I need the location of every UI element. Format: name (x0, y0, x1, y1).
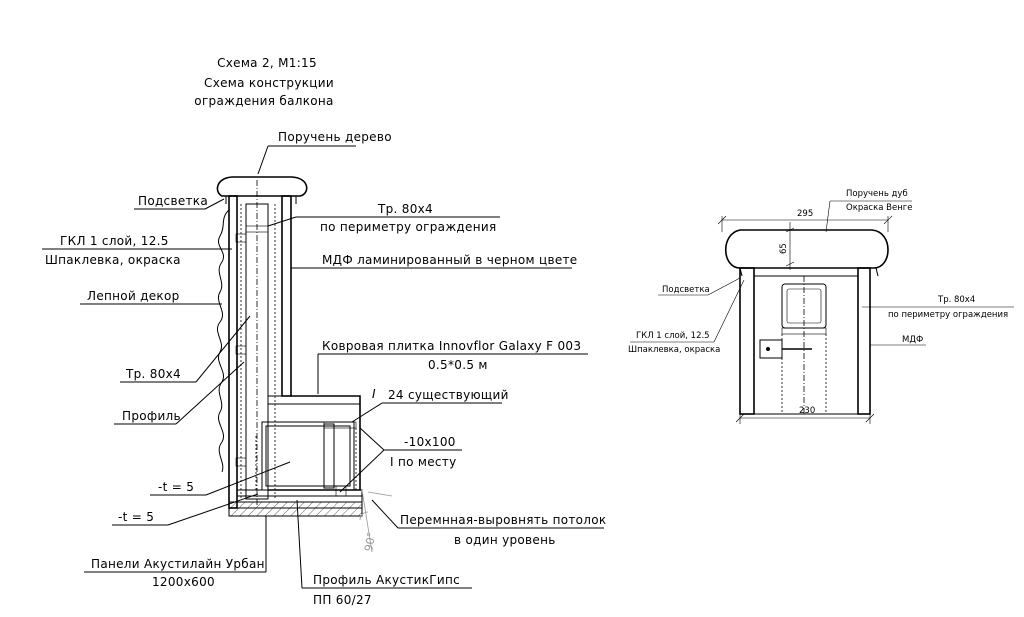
small-label-handrail-2: Окраска Венге (846, 203, 912, 213)
small-dim-width-top: 295 (797, 209, 813, 219)
label-acoustic-1: Профиль АкустикГипс (313, 573, 460, 587)
label-carpet-1: Ковровая плитка Innovflor Galaxy F 003 (322, 339, 581, 353)
small-label-pipe-2: по периметру ограждения (888, 310, 1008, 320)
mdf-wall (281, 195, 292, 397)
small-label-pipe-1: Тр. 80х4 (937, 295, 975, 305)
drawing-title: Схема 2, М1:15 Схема конструкции огражде… (194, 56, 334, 108)
small-label-gkl-1: ГКЛ 1 слой, 12.5 (636, 331, 710, 341)
label-panels-1: Панели Акустилайн Урбан (91, 557, 265, 571)
title-line-1: Схема 2, М1:15 (217, 56, 317, 70)
left-labels: Поручень дерево Подсветка ГКЛ 1 слой, 12… (42, 130, 472, 607)
small-handrail-shape (725, 229, 889, 269)
label-profile: Профиль (122, 409, 181, 423)
label-angle: 90° (362, 531, 378, 552)
main-section-drawing (216, 176, 393, 553)
small-gkl-wall (739, 267, 755, 415)
small-label-handrail-1: Поручень дуб (846, 189, 908, 199)
title-line-2: Схема конструкции (204, 76, 334, 90)
label-t5-a: -t = 5 (158, 480, 194, 494)
right-labels: Тр. 80х4 по периметру ограждения МДФ лам… (267, 202, 606, 553)
small-mdf-wall (857, 267, 871, 415)
label-pipe-right-2: по периметру ограждения (320, 220, 496, 234)
label-beam: 24 существующий (388, 388, 509, 402)
label-gkl-1: ГКЛ 1 слой, 12.5 (60, 234, 169, 248)
label-pipe: Тр. 80х4 (125, 367, 181, 381)
small-dim-height: 65 (779, 243, 789, 254)
small-labels: Поручень дуб Окраска Венге 295 65 Подсве… (628, 189, 1014, 416)
title-line-3: ограждения балкона (194, 94, 333, 108)
beam-symbol: I (372, 387, 376, 401)
label-panels-2: 1200х600 (152, 575, 215, 589)
label-lighting: Подсветка (138, 194, 208, 208)
small-label-gkl-2: Шпаклевка, окраска (628, 345, 720, 355)
label-mdf: МДФ ламинированный в черном цвете (322, 253, 577, 267)
small-label-lighting: Подсветка (662, 285, 710, 295)
label-handrail: Поручень дерево (278, 130, 392, 144)
label-plate-1: -10х100 (404, 435, 456, 449)
small-dim-width-bottom: 230 (799, 406, 815, 416)
acoustic-panels (228, 501, 363, 517)
label-pipe-right-1: Тр. 80х4 (377, 202, 433, 216)
label-t5-b: -t = 5 (118, 510, 154, 524)
handrail-shape (216, 176, 308, 197)
small-label-mdf: МДФ (902, 335, 923, 345)
label-carpet-2: 0.5*0.5 м (428, 358, 488, 372)
label-acoustic-2: ПП 60/27 (313, 593, 372, 607)
label-ceiling-2: в один уровень (454, 533, 556, 547)
label-molding: Лепной декор (87, 289, 180, 303)
label-ceiling-1: Перемнная-выровнять потолок (400, 513, 606, 527)
small-section-drawing (717, 215, 893, 424)
label-plate-2: I по месту (390, 455, 456, 469)
label-gkl-2: Шпаклевка, окраска (45, 253, 181, 267)
